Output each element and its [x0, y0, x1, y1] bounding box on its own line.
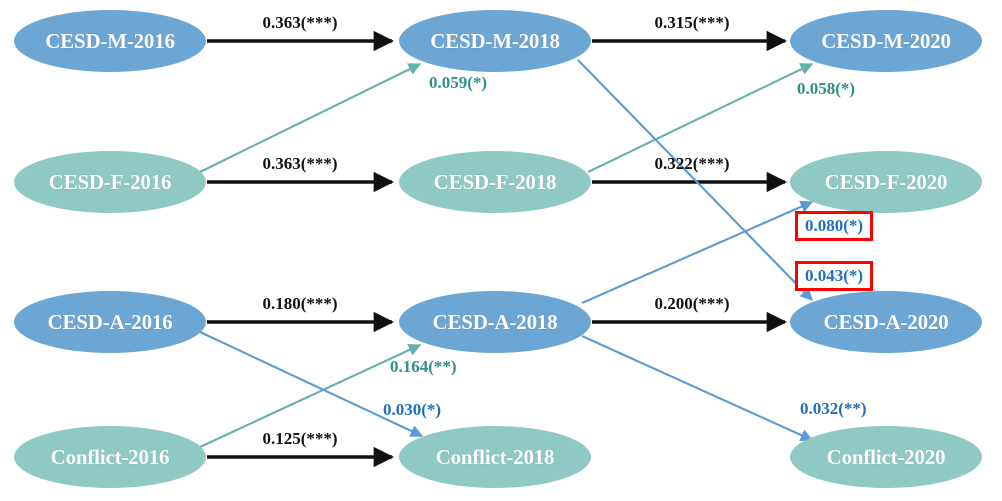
edge-coefficient-e_f18_f20: 0.322(***)	[654, 154, 730, 173]
edge-coefficient-e_m16_m18: 0.363(***)	[262, 13, 338, 32]
node-c2016[interactable]: Conflict-2016	[14, 426, 206, 488]
node-label: Conflict-2018	[435, 444, 555, 469]
edge-coefficient-highlighted-e_m18_a20: 0.043(*)	[795, 261, 874, 291]
edge-coefficient-highlighted-e_a18_f20: 0.080(*)	[795, 211, 874, 241]
node-label: CESD-A-2020	[823, 309, 949, 334]
edge-group	[199, 30, 814, 468]
node-m2020[interactable]: CESD-M-2020	[790, 10, 982, 72]
node-label: CESD-A-2016	[47, 309, 173, 334]
node-c2018[interactable]: Conflict-2018	[399, 426, 591, 488]
edge-coefficient-e_f18_m20: 0.058(*)	[797, 79, 856, 98]
edge-coefficient-e_f16_m18: 0.059(*)	[429, 73, 488, 92]
node-label: Conflict-2016	[50, 444, 170, 469]
node-label: CESD-A-2018	[432, 309, 558, 334]
node-m2018[interactable]: CESD-M-2018	[399, 10, 591, 72]
node-label: CESD-F-2016	[48, 169, 172, 194]
edge-e_a18_c20	[581, 335, 814, 442]
node-label: CESD-M-2020	[821, 28, 951, 53]
node-m2016[interactable]: CESD-M-2016	[14, 10, 206, 72]
edge-e_f16_m18	[199, 63, 422, 173]
node-label: CESD-M-2016	[45, 28, 175, 53]
edge-coefficient-e_m18_m20: 0.315(***)	[654, 13, 730, 32]
node-a2018[interactable]: CESD-A-2018	[399, 291, 591, 353]
node-a2016[interactable]: CESD-A-2016	[14, 291, 206, 353]
node-f2020[interactable]: CESD-F-2020	[790, 151, 982, 213]
edge-e_a16_c18	[199, 331, 424, 437]
node-label: CESD-F-2020	[824, 169, 948, 194]
edge-coefficient-e_a18_a20: 0.200(***)	[654, 294, 730, 313]
edge-e_a18_f20	[581, 200, 814, 304]
node-f2016[interactable]: CESD-F-2016	[14, 151, 206, 213]
node-label: Conflict-2020	[826, 444, 946, 469]
node-c2020[interactable]: Conflict-2020	[790, 426, 982, 488]
edge-coefficient-e_a16_a18: 0.180(***)	[262, 294, 338, 313]
node-f2018[interactable]: CESD-F-2018	[399, 151, 591, 213]
edge-e_f18_m20	[587, 63, 814, 173]
edge-coefficient-e_f16_f18: 0.363(***)	[262, 154, 338, 173]
node-a2020[interactable]: CESD-A-2020	[790, 291, 982, 353]
node-label: CESD-F-2018	[433, 169, 557, 194]
node-label: CESD-M-2018	[430, 28, 560, 53]
edge-coefficient-e_a18_c20: 0.032(**)	[800, 399, 867, 418]
edge-e_c16_a18	[199, 344, 422, 448]
edge-coefficient-e_c16_a18: 0.164(**)	[390, 357, 457, 376]
edge-coefficient-e_c16_c18: 0.125(***)	[262, 429, 338, 448]
edge-e_m18_a20	[577, 59, 813, 301]
edge-coefficient-e_a16_c18: 0.030(*)	[383, 400, 442, 419]
